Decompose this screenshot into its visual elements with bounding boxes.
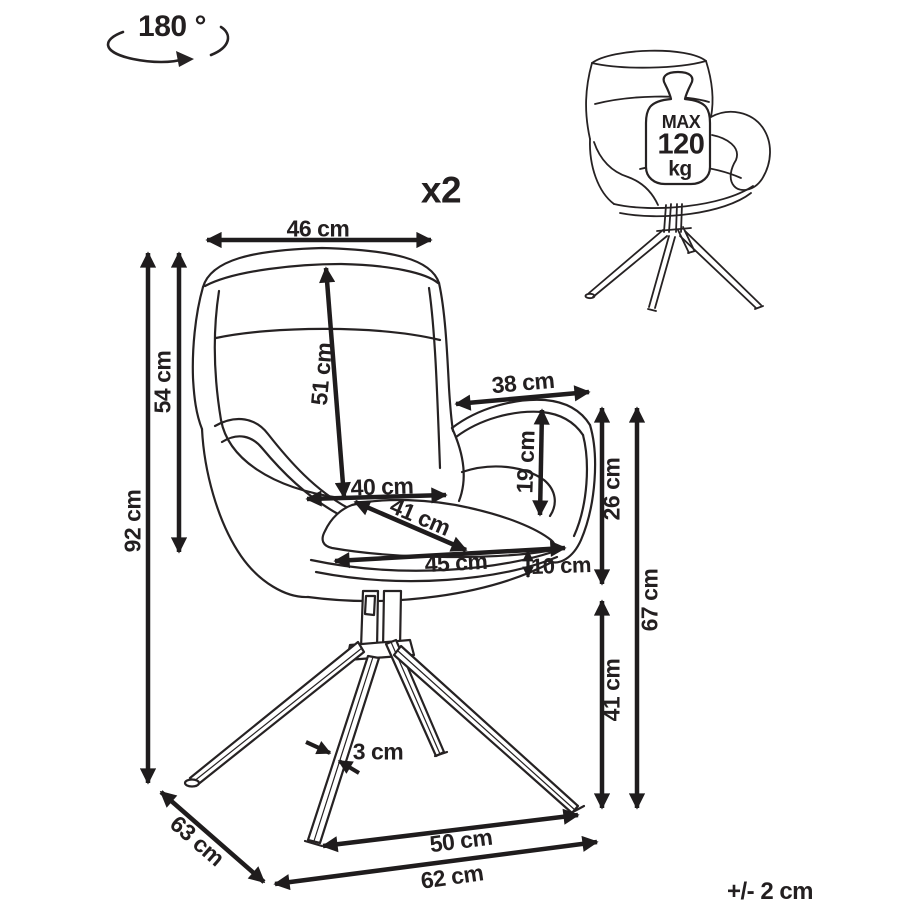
main-chair-illustration [183,246,597,848]
leg-foot [183,778,201,788]
dim-label-overall-height: 92 cm [119,489,146,553]
dim-arrow-base-overall-width [273,835,599,891]
dim-label-seat-to-armrest-top: 26 cm [598,457,625,521]
dimension-arrows [139,231,646,891]
small-chair-leg [648,235,676,309]
dim-arrow-seat-depth [305,487,448,507]
dim-pointer-leg-profile [305,740,332,755]
rotation-180-icon [106,25,230,67]
dim-label-backrest-inner-height: 51 cm [305,341,338,407]
small-chair-left-armrest [589,138,615,205]
dim-pointer-leg-profile [337,759,361,775]
dim-label-backrest-height: 54 cm [149,350,176,414]
quantity-badge: x2 [420,169,462,211]
small-chair-leg [679,230,762,309]
dim-arrow-armrest-above-seat [532,408,550,517]
dim-label-floor-to-seat: 41 cm [598,658,625,722]
max-weight-line2: 120 [657,128,705,161]
dim-arrow-base-depth [159,790,266,884]
dim-label-seat-front-width: 45 cm [423,547,488,578]
dim-label-base-overall-width: 62 cm [419,859,485,894]
max-weight-icon [644,70,712,186]
dim-label-armrest-depth: 38 cm [490,366,556,399]
left-armrest [200,427,310,599]
dim-arrow-armrest-depth [454,385,591,411]
dim-label-base-front-span: 50 cm [428,823,494,858]
small-chair-leg [588,229,668,298]
dim-label-seat-diagonal: 41 cm [386,492,455,541]
tolerance-note: +/- 2 cm [726,878,814,905]
max-weight-line3: kg [668,157,692,181]
dim-label-floor-to-armrest: 67 cm [636,568,663,632]
dim-label-armrest-above-seat: 19 cm [511,430,540,494]
dim-label-base-depth: 63 cm [165,810,230,872]
dim-arrow-backrest-inner-height [319,266,351,499]
dim-label-leg-profile: 3 cm [352,738,404,765]
backrest [191,285,205,431]
rotation-arrowhead [176,51,194,67]
dim-label-seat-cushion-thickness: 10 cm [530,551,592,580]
rotation-180-label: 180 ° [138,10,206,43]
max-weight-line1: MAX [661,112,701,132]
dim-label-back-top-width: 46 cm [286,215,350,242]
